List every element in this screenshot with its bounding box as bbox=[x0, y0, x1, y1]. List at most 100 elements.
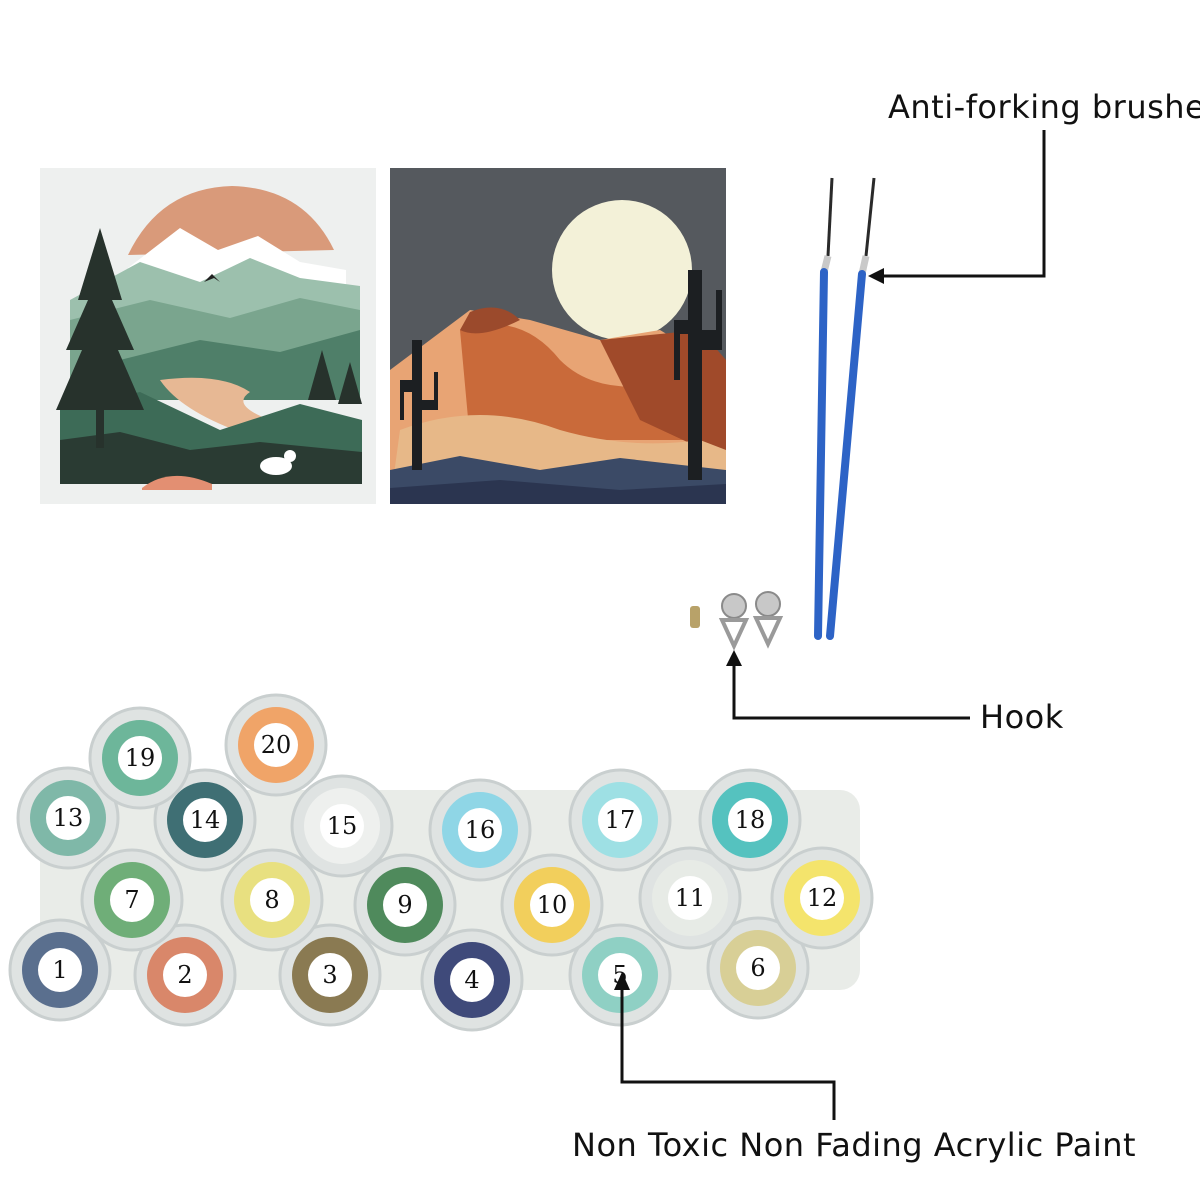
pot-number: 10 bbox=[537, 891, 568, 919]
pot-number-badge bbox=[118, 736, 162, 780]
pot-cup bbox=[706, 916, 810, 1020]
pot-paint bbox=[30, 780, 106, 856]
pot-paint bbox=[720, 930, 796, 1006]
pot-number-badge bbox=[254, 723, 298, 767]
pot-cup bbox=[224, 693, 328, 797]
brush-left bbox=[814, 177, 834, 640]
pot-paint bbox=[784, 860, 860, 936]
brush-right bbox=[826, 177, 876, 640]
pot-paint bbox=[442, 792, 518, 868]
pot-cup bbox=[220, 848, 324, 952]
pot-paint bbox=[147, 937, 223, 1013]
pot-cup bbox=[290, 774, 394, 878]
pot-number-badge bbox=[598, 953, 642, 997]
pot-number: 14 bbox=[190, 806, 221, 834]
hook-items bbox=[690, 591, 784, 651]
pot-number-badge bbox=[383, 883, 427, 927]
pot-number-badge bbox=[163, 953, 207, 997]
pot-number: 7 bbox=[124, 886, 139, 914]
pot-cup bbox=[8, 918, 112, 1022]
pot-number: 9 bbox=[397, 891, 412, 919]
pot-number-badge bbox=[530, 883, 574, 927]
pot-paint bbox=[102, 720, 178, 796]
pot-number-badge bbox=[183, 798, 227, 842]
pot-number: 6 bbox=[750, 954, 765, 982]
pot-number: 5 bbox=[612, 961, 627, 989]
paint-pot-2: 2 bbox=[133, 923, 237, 1027]
paint-pot-6: 6 bbox=[706, 916, 810, 1020]
pot-cup bbox=[420, 928, 524, 1032]
forest-painting-art bbox=[40, 168, 376, 504]
pot-paint bbox=[367, 867, 443, 943]
pot-number: 17 bbox=[605, 806, 636, 834]
pot-paint bbox=[292, 937, 368, 1013]
paint-pot-11: 11 bbox=[638, 846, 742, 950]
pot-number: 15 bbox=[327, 812, 358, 840]
paint-label: Non Toxic Non Fading Acrylic Paint bbox=[572, 1126, 1137, 1164]
pot-number: 2 bbox=[177, 961, 192, 989]
pot-number-badge bbox=[736, 946, 780, 990]
pot-paint bbox=[582, 937, 658, 1013]
pot-number: 19 bbox=[125, 744, 156, 772]
pot-number-badge bbox=[308, 953, 352, 997]
pot-number-badge bbox=[458, 808, 502, 852]
pot-cup bbox=[770, 846, 874, 950]
pot-paint bbox=[22, 932, 98, 1008]
brushes-arrow bbox=[868, 130, 1046, 284]
paint-tray bbox=[40, 790, 860, 990]
paint-pot-1: 1 bbox=[8, 918, 112, 1022]
pot-cup bbox=[278, 923, 382, 1027]
pot-number-badge bbox=[450, 958, 494, 1002]
paint-pot-4: 4 bbox=[420, 928, 524, 1032]
pot-paint bbox=[434, 942, 510, 1018]
pot-number: 8 bbox=[264, 886, 279, 914]
paint-pot-16: 16 bbox=[428, 778, 532, 882]
pot-cup bbox=[353, 853, 457, 957]
pot-cup bbox=[568, 923, 672, 1027]
pot-number-badge bbox=[320, 804, 364, 848]
paint-pot-3: 3 bbox=[278, 923, 382, 1027]
paint-pot-5: 5 bbox=[568, 923, 672, 1027]
pot-paint bbox=[304, 788, 380, 864]
pot-number-badge bbox=[110, 878, 154, 922]
pot-cup bbox=[16, 766, 120, 870]
paint-pot-9: 9 bbox=[353, 853, 457, 957]
pot-number: 4 bbox=[464, 966, 479, 994]
pot-number: 18 bbox=[735, 806, 766, 834]
pot-number: 3 bbox=[322, 961, 337, 989]
pot-number-badge bbox=[800, 876, 844, 920]
pot-cup bbox=[500, 853, 604, 957]
pot-paint bbox=[712, 782, 788, 858]
pot-number-badge bbox=[668, 876, 712, 920]
paint-pot-18: 18 bbox=[698, 768, 802, 872]
hook-arrow bbox=[726, 650, 970, 720]
paint-pot-13: 13 bbox=[16, 766, 120, 870]
paint-pot-14: 14 bbox=[153, 768, 257, 872]
pot-number-badge bbox=[38, 948, 82, 992]
pot-paint bbox=[234, 862, 310, 938]
paint-pot-7: 7 bbox=[80, 848, 184, 952]
pot-number: 16 bbox=[465, 816, 496, 844]
pot-cup bbox=[133, 923, 237, 1027]
paint-pot-17: 17 bbox=[568, 768, 672, 872]
pot-number: 1 bbox=[52, 956, 67, 984]
paint-pot-12: 12 bbox=[770, 846, 874, 950]
brushes-label: Anti-forking brushes bbox=[888, 88, 1200, 126]
pot-number-badge bbox=[250, 878, 294, 922]
pot-cup bbox=[568, 768, 672, 872]
pot-paint bbox=[94, 862, 170, 938]
pot-paint bbox=[238, 707, 314, 783]
pot-number: 11 bbox=[675, 884, 706, 912]
paint-pot-8: 8 bbox=[220, 848, 324, 952]
pot-cup bbox=[698, 768, 802, 872]
pot-cup bbox=[153, 768, 257, 872]
paint-pot-15: 15 bbox=[290, 774, 394, 878]
pot-number: 13 bbox=[53, 804, 84, 832]
pot-cup bbox=[428, 778, 532, 882]
paint-arrow bbox=[614, 972, 836, 1120]
pot-number-badge bbox=[598, 798, 642, 842]
paint-pot-10: 10 bbox=[500, 853, 604, 957]
pot-number-badge bbox=[46, 796, 90, 840]
